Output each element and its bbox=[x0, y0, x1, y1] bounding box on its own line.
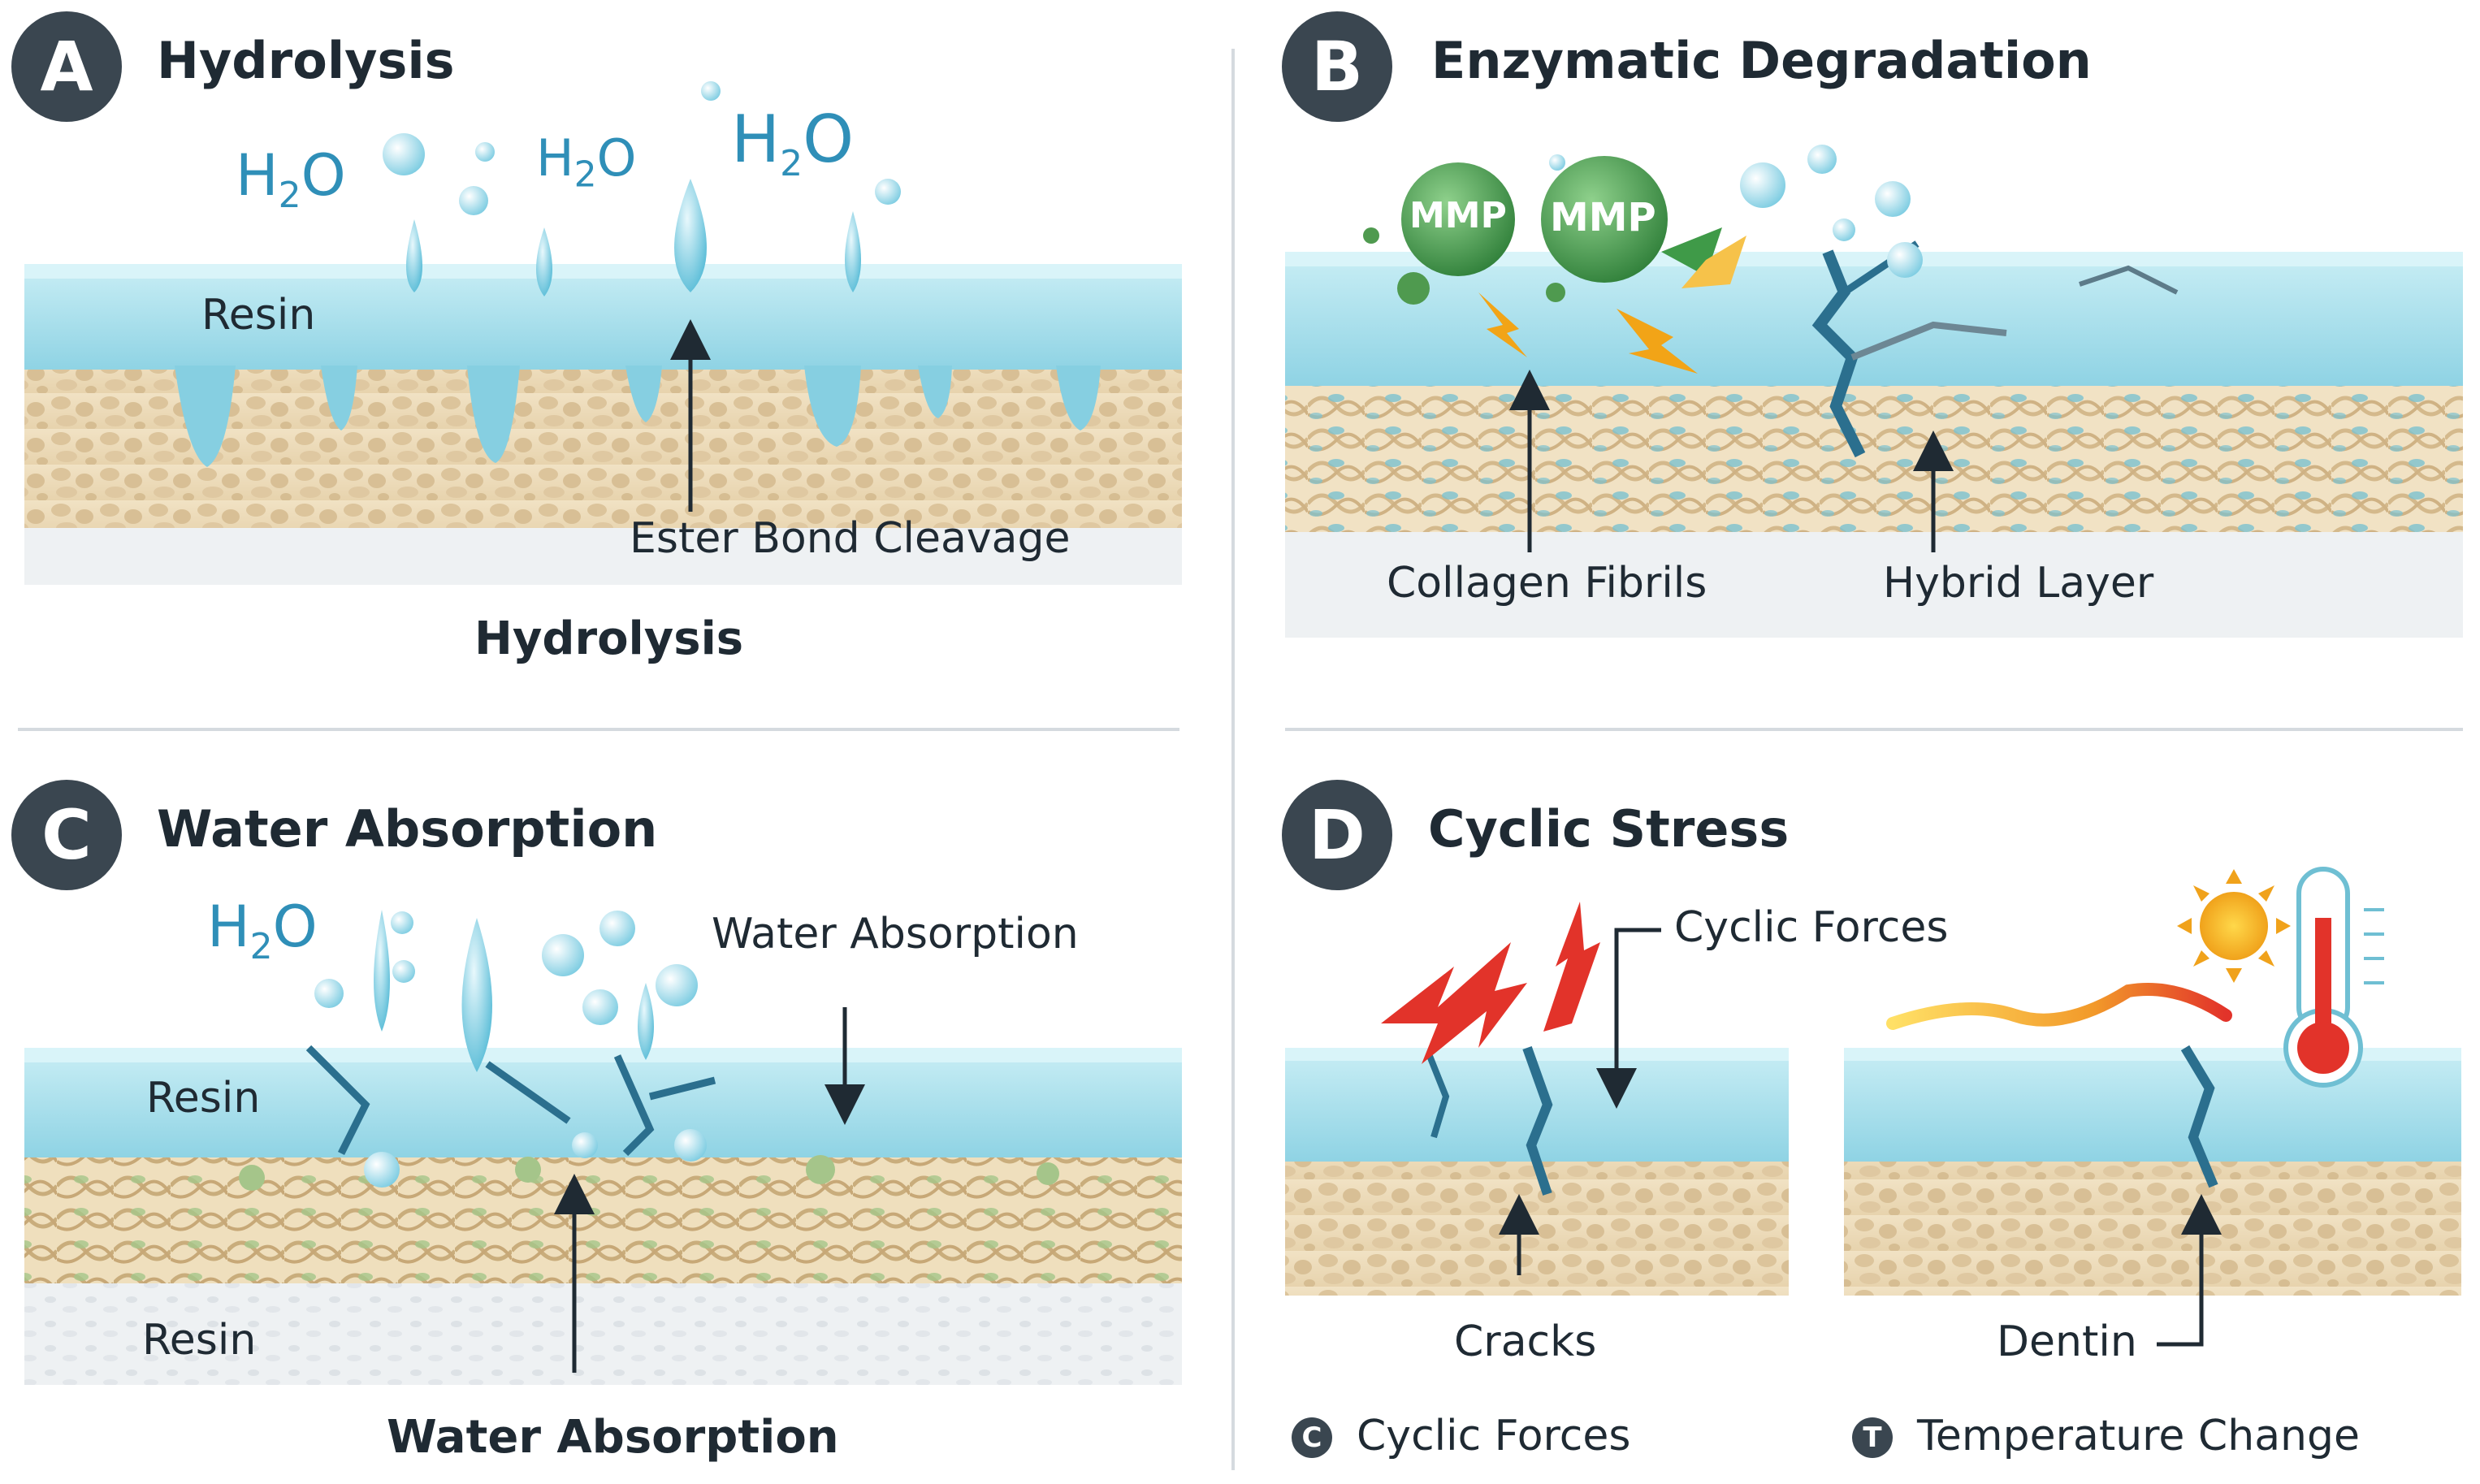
panel-b-badge: B bbox=[1282, 11, 1392, 122]
panel-a-title: Hydrolysis bbox=[157, 31, 455, 90]
panel-d-badge: D bbox=[1282, 780, 1392, 890]
panel-a-caption: Hydrolysis bbox=[474, 612, 744, 665]
panel-c-badge: C bbox=[11, 780, 122, 890]
panel-d-dentin-label: Dentin bbox=[1997, 1317, 2137, 1366]
legend-temperature-label: Temperature Change bbox=[1917, 1412, 2361, 1460]
panel-a-resin-label: Resin bbox=[201, 291, 316, 340]
panel-a-h2o-3: H2O bbox=[731, 102, 855, 184]
panel-c-h2o: H2O bbox=[207, 893, 318, 967]
panel-d-cracks-label: Cracks bbox=[1454, 1317, 1597, 1366]
panel-c-caption: Water Absorption bbox=[387, 1411, 839, 1464]
legend-temperature-icon: T bbox=[1852, 1417, 1893, 1458]
panel-a-arrow-label: Ester Bond Cleavage bbox=[630, 514, 1071, 563]
panel-d-forces-label: Cyclic Forces bbox=[1674, 903, 1949, 952]
panel-b-collagen-label: Collagen Fibrils bbox=[1387, 559, 1707, 608]
panel-a-badge: A bbox=[11, 11, 122, 122]
panel-c-resin-bottom: Resin bbox=[142, 1316, 257, 1365]
panel-c-title: Water Absorption bbox=[157, 799, 658, 859]
legend-cyclic-icon: C bbox=[1292, 1417, 1332, 1458]
panel-a-h2o-1: H2O bbox=[236, 142, 346, 216]
panel-b-hybrid-label: Hybrid Layer bbox=[1883, 559, 2154, 608]
legend-cyclic-label: Cyclic Forces bbox=[1357, 1412, 1631, 1460]
panel-c-resin-top: Resin bbox=[146, 1074, 261, 1123]
mmp-label-2: MMP bbox=[1550, 195, 1656, 240]
panel-d-title: Cyclic Stress bbox=[1428, 799, 1790, 859]
panel-b-title: Enzymatic Degradation bbox=[1431, 31, 2092, 90]
panel-a-h2o-2: H2O bbox=[536, 128, 637, 196]
panel-c-top-label: Water Absorption bbox=[712, 910, 1079, 958]
mmp-label-1: MMP bbox=[1409, 195, 1507, 236]
